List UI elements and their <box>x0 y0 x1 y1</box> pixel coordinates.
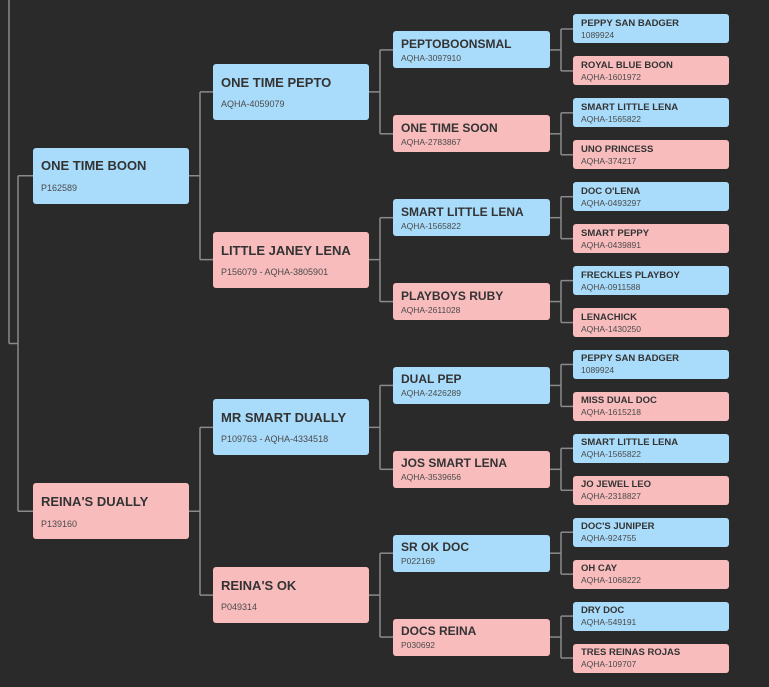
horse-card-mr-smart-dually[interactable]: MR SMART DUALLY P109763 - AQHA-4334518 <box>213 399 369 456</box>
horse-name: LITTLE JANEY LENA <box>221 242 351 258</box>
horse-name: MR SMART DUALLY <box>221 410 347 426</box>
horse-name: JO JEWEL LEO <box>581 479 652 491</box>
horse-name: SMART LITTLE LENA <box>401 204 524 219</box>
horse-name: JOS SMART LENA <box>401 456 508 471</box>
horse-name: PEPPY SAN BADGER <box>581 17 680 29</box>
registration-number: AQHA-2611028 <box>401 304 461 315</box>
registration-number: 1089924 <box>581 365 615 376</box>
registration-number: AQHA-1565822 <box>581 449 642 460</box>
registration-number: AQHA-1430250 <box>581 323 642 334</box>
registration-number: AQHA-2783867 <box>401 136 462 147</box>
registration-number: AQHA-109707 <box>581 659 637 670</box>
registration-number: AQHA-0911588 <box>581 281 641 292</box>
horse-name: PEPPY SAN BADGER <box>581 353 680 365</box>
registration-number: AQHA-1565822 <box>581 113 642 124</box>
registration-number: AQHA-1615218 <box>581 407 642 418</box>
registration-number: P109763 - AQHA-4334518 <box>221 434 329 445</box>
horse-name: DOCS REINA <box>401 624 477 639</box>
horse-name: DUAL PEP <box>401 372 462 387</box>
registration-number: AQHA-3097910 <box>401 52 462 63</box>
horse-card-reina-s-dually[interactable]: REINA'S DUALLY P139160 <box>33 483 189 540</box>
registration-number: AQHA-4059079 <box>221 98 285 109</box>
horse-card-one-time-pepto[interactable]: ONE TIME PEPTO AQHA-4059079 <box>213 63 369 120</box>
horse-name: SMART LITTLE LENA <box>581 437 679 449</box>
registration-number: P156079 - AQHA-3805901 <box>221 266 329 277</box>
horse-name: REINA'S OK <box>221 578 297 594</box>
horse-name: REINA'S DUALLY <box>41 493 149 509</box>
horse-name: PLAYBOYS RUBY <box>401 288 504 303</box>
registration-number: AQHA-0493297 <box>581 197 642 208</box>
registration-number: P139160 <box>41 518 78 529</box>
registration-number: AQHA-374217 <box>581 155 637 166</box>
horse-name: ONE TIME SOON <box>401 120 498 135</box>
horse-name: SR OK DOC <box>401 540 470 555</box>
horse-name: OH CAY <box>581 563 618 575</box>
registration-number: P022169 <box>401 556 436 567</box>
horse-name: MISS DUAL DOC <box>581 395 657 407</box>
horse-card-little-janey-lena[interactable]: LITTLE JANEY LENA P156079 - AQHA-3805901 <box>213 231 369 288</box>
horse-name: TRES REINAS ROJAS <box>581 647 681 659</box>
registration-number: AQHA-3539656 <box>401 472 462 483</box>
registration-number: AQHA-549191 <box>581 617 637 628</box>
registration-number: P162589 <box>41 183 78 194</box>
horse-name: LENACHICK <box>581 311 637 323</box>
registration-number: AQHA-924755 <box>581 533 637 544</box>
horse-name: ROYAL BLUE BOON <box>581 59 673 71</box>
horse-name: ONE TIME BOON <box>41 158 147 174</box>
registration-number: AQHA-2318827 <box>581 491 642 502</box>
registration-number: AQHA-2426289 <box>401 388 462 399</box>
registration-number: 1089924 <box>581 29 615 40</box>
horse-card-reina-s-ok[interactable]: REINA'S OK P049314 <box>213 567 369 624</box>
horse-name: FRECKLES PLAYBOY <box>581 269 680 281</box>
horse-name: DOC O'LENA <box>581 185 641 197</box>
horse-name: PEPTOBOONSMAL <box>401 36 512 51</box>
horse-card-one-time-boon[interactable]: ONE TIME BOON P162589 <box>33 147 189 204</box>
registration-number: AQHA-0439891 <box>581 239 642 250</box>
horse-name: SMART LITTLE LENA <box>581 101 679 113</box>
registration-number: AQHA-1601972 <box>581 71 642 82</box>
horse-name: UNO PRINCESS <box>581 143 654 155</box>
registration-number: P049314 <box>221 602 258 613</box>
registration-number: P030692 <box>401 640 436 651</box>
horse-name: SMART PEPPY <box>581 227 650 239</box>
registration-number: AQHA-1068222 <box>581 575 642 586</box>
horse-name: ONE TIME PEPTO <box>221 74 332 90</box>
horse-name: DRY DOC <box>581 605 625 617</box>
horse-name: DOC'S JUNIPER <box>581 521 655 533</box>
registration-number: AQHA-1565822 <box>401 220 462 231</box>
